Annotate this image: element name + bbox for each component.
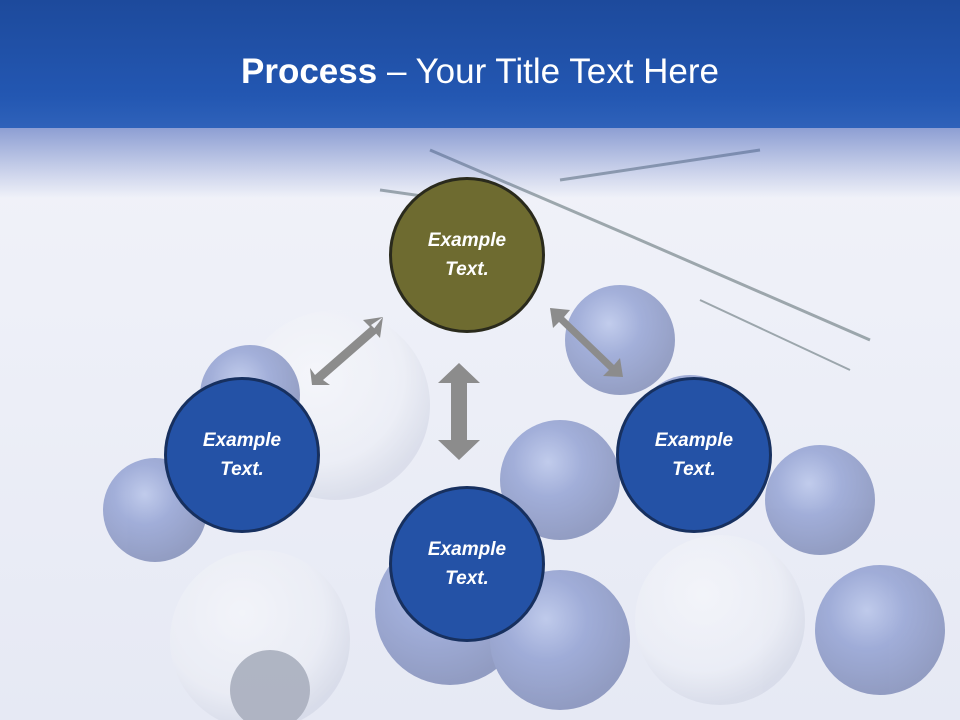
process-node-bottom[interactable]: Example Text. xyxy=(389,486,545,642)
process-node-left[interactable]: Example Text. xyxy=(164,377,320,533)
node-label: Example Text. xyxy=(427,539,507,589)
title-bar xyxy=(0,0,960,128)
process-node-right[interactable]: Example Text. xyxy=(616,377,772,533)
node-label: Example Text. xyxy=(654,430,734,480)
double-arrow-diagonal-icon[interactable] xyxy=(550,308,623,377)
node-label: Example Text. xyxy=(427,230,507,280)
process-node-top[interactable]: Example Text. xyxy=(389,177,545,333)
title-bold: Process xyxy=(241,52,378,91)
node-label: Example Text. xyxy=(202,430,282,480)
title-rest: – Your Title Text Here xyxy=(377,52,719,91)
double-arrow-diagonal-icon[interactable] xyxy=(310,317,383,385)
double-arrow-vertical-icon[interactable] xyxy=(438,363,480,460)
slide-title[interactable]: Process – Your Title Text Here xyxy=(0,52,960,92)
